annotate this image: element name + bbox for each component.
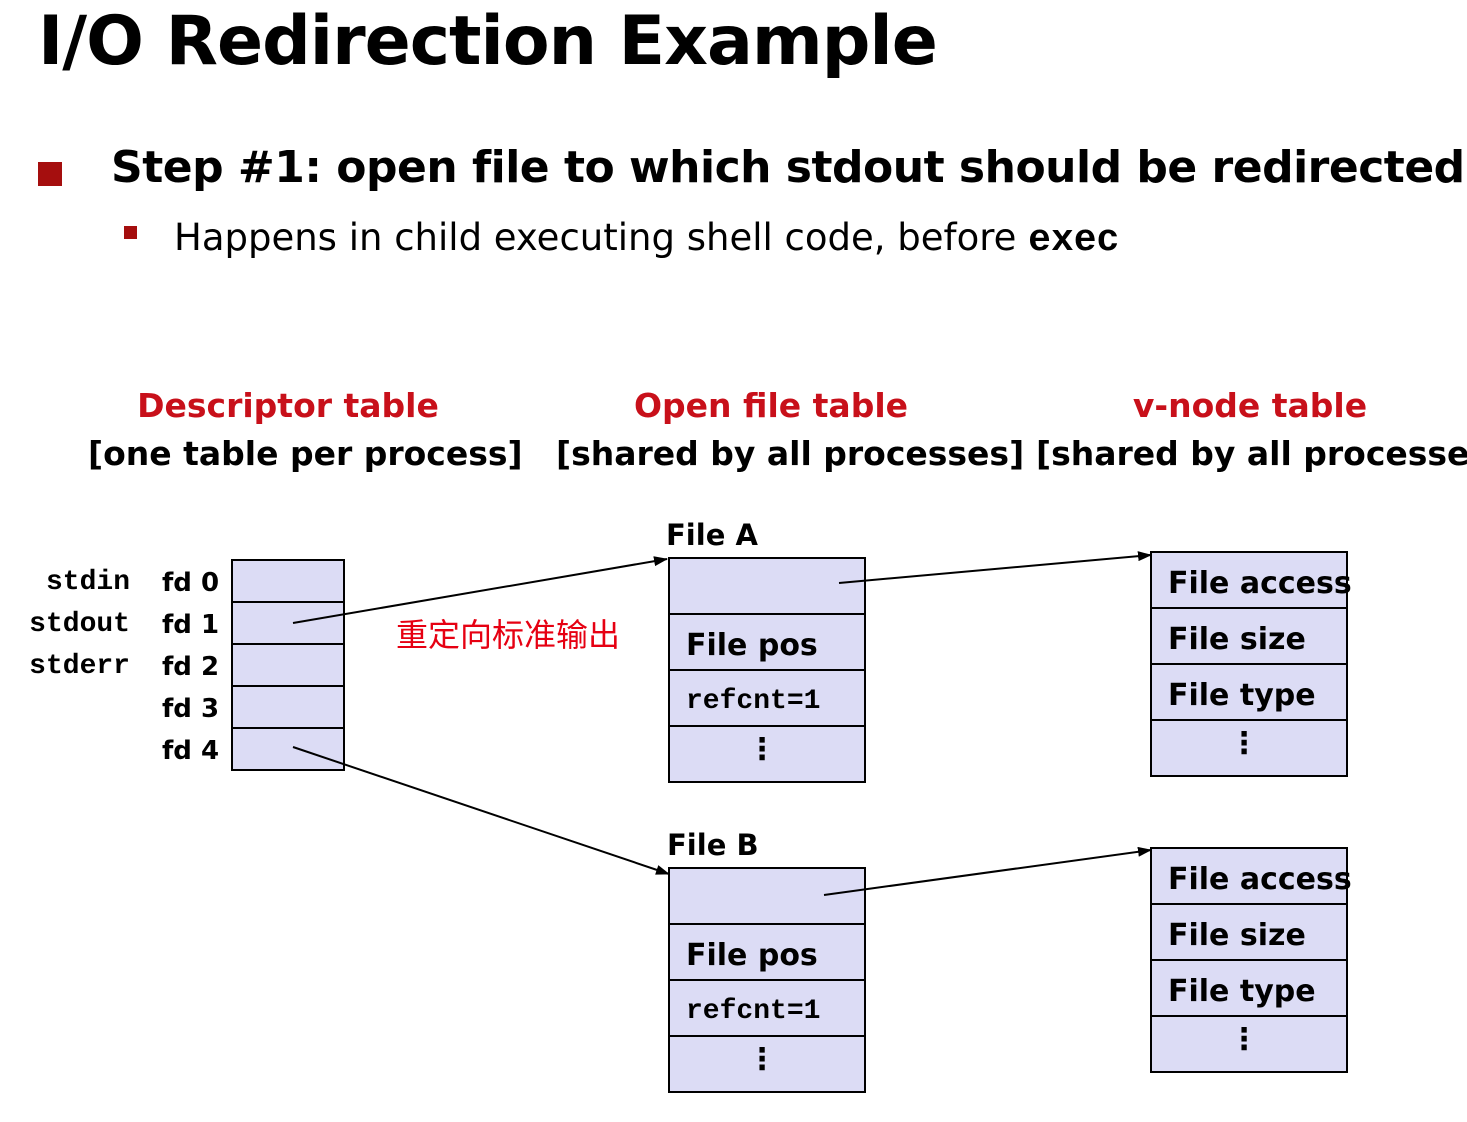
descriptor-table-header: Descriptor table [one table per process] bbox=[88, 382, 523, 478]
file-a-label: File A bbox=[666, 518, 758, 552]
file-b-refcnt-cell bbox=[668, 979, 866, 1037]
vnode-a-entry bbox=[1150, 551, 1348, 777]
descriptor-table bbox=[231, 559, 345, 771]
vnode-b-more-cell bbox=[1150, 1015, 1348, 1073]
file-b-pos-text: File pos bbox=[686, 938, 818, 973]
fd-0-label: fd 0 bbox=[162, 568, 220, 598]
vnode-b-access-cell bbox=[1150, 847, 1348, 905]
vnode-a-ellipsis: ⋮ bbox=[1229, 726, 1259, 761]
file-a-ellipsis: ⋮ bbox=[747, 732, 777, 767]
fd-3-cell bbox=[231, 685, 345, 729]
exec-code: exec bbox=[1028, 219, 1120, 262]
fd-4-label: fd 4 bbox=[162, 736, 220, 766]
open-file-table-subtitle: [shared by all processes] bbox=[556, 434, 1025, 473]
vnode-table-title: v-node table bbox=[1132, 386, 1368, 425]
vnode-a-type-text: File type bbox=[1168, 678, 1316, 713]
fd-2-cell bbox=[231, 643, 345, 687]
vnode-b-entry bbox=[1150, 847, 1348, 1073]
file-a-pos-text: File pos bbox=[686, 628, 818, 663]
file-a-refcnt-text: refcnt=1 bbox=[686, 686, 821, 717]
vnode-b-type-text: File type bbox=[1168, 974, 1316, 1009]
bullet-step-1: Step #1: open file to which stdout shoul… bbox=[111, 142, 1465, 193]
vnode-a-more-cell bbox=[1150, 719, 1348, 777]
file-a-refcnt-cell bbox=[668, 669, 866, 727]
stdin-label: stdin bbox=[45, 567, 130, 598]
sub-bullet-text: Happens in child executing shell code, b… bbox=[174, 216, 1029, 259]
fd-1-label: fd 1 bbox=[162, 610, 220, 640]
vnode-table-header: v-node table [shared by all processes] bbox=[1036, 382, 1467, 478]
sub-bullet: Happens in child executing shell code, b… bbox=[174, 214, 1119, 265]
fd-4-cell bbox=[231, 727, 345, 771]
stderr-label: stderr bbox=[29, 651, 130, 682]
arrow-file-a-to-vnode-a bbox=[838, 551, 1152, 584]
file-b-more-cell bbox=[668, 1035, 866, 1093]
vnode-b-type-cell bbox=[1150, 959, 1348, 1017]
vnode-b-ellipsis: ⋮ bbox=[1229, 1022, 1259, 1057]
vnode-a-access-cell bbox=[1150, 551, 1348, 609]
bullet-square-icon bbox=[38, 162, 62, 186]
vnode-b-size-text: File size bbox=[1168, 918, 1306, 953]
descriptor-table-subtitle: [one table per process] bbox=[88, 434, 523, 473]
vnode-table-subtitle: [shared by all processes] bbox=[1036, 434, 1467, 473]
fd-0-cell bbox=[231, 559, 345, 603]
file-b-ellipsis: ⋮ bbox=[747, 1042, 777, 1077]
open-file-table-header: Open file table [shared by all processes… bbox=[556, 382, 1025, 478]
vnode-a-type-cell bbox=[1150, 663, 1348, 721]
arrow-fd4-to-file-b bbox=[292, 746, 670, 875]
file-a-more-cell bbox=[668, 725, 866, 783]
descriptor-table-title: Descriptor table bbox=[137, 386, 439, 425]
file-b-label: File B bbox=[667, 828, 759, 862]
vnode-b-access-text: File access bbox=[1168, 862, 1352, 897]
redirect-annotation: 重定向标准输出 bbox=[396, 616, 621, 654]
vnode-a-size-text: File size bbox=[1168, 622, 1306, 657]
file-b-refcnt-text: refcnt=1 bbox=[686, 996, 821, 1027]
sub-bullet-square-icon bbox=[124, 226, 137, 239]
fd-3-label: fd 3 bbox=[162, 694, 220, 724]
file-b-pos-cell bbox=[668, 923, 866, 981]
file-b-vnode-ptr-cell bbox=[668, 867, 866, 925]
file-b-entry bbox=[668, 867, 866, 1093]
arrow-file-b-to-vnode-b bbox=[823, 846, 1152, 896]
vnode-a-access-text: File access bbox=[1168, 566, 1352, 601]
fd-2-label: fd 2 bbox=[162, 652, 220, 682]
open-file-table-title: Open file table bbox=[633, 386, 909, 425]
stdout-label: stdout bbox=[29, 609, 130, 640]
fd-1-cell bbox=[231, 601, 345, 645]
vnode-b-size-cell bbox=[1150, 903, 1348, 961]
file-a-entry bbox=[668, 557, 866, 783]
file-a-vnode-ptr-cell bbox=[668, 557, 866, 615]
arrow-fd1-to-file-a bbox=[292, 556, 668, 624]
vnode-a-size-cell bbox=[1150, 607, 1348, 665]
slide-title: I/O Redirection Example bbox=[38, 2, 938, 81]
